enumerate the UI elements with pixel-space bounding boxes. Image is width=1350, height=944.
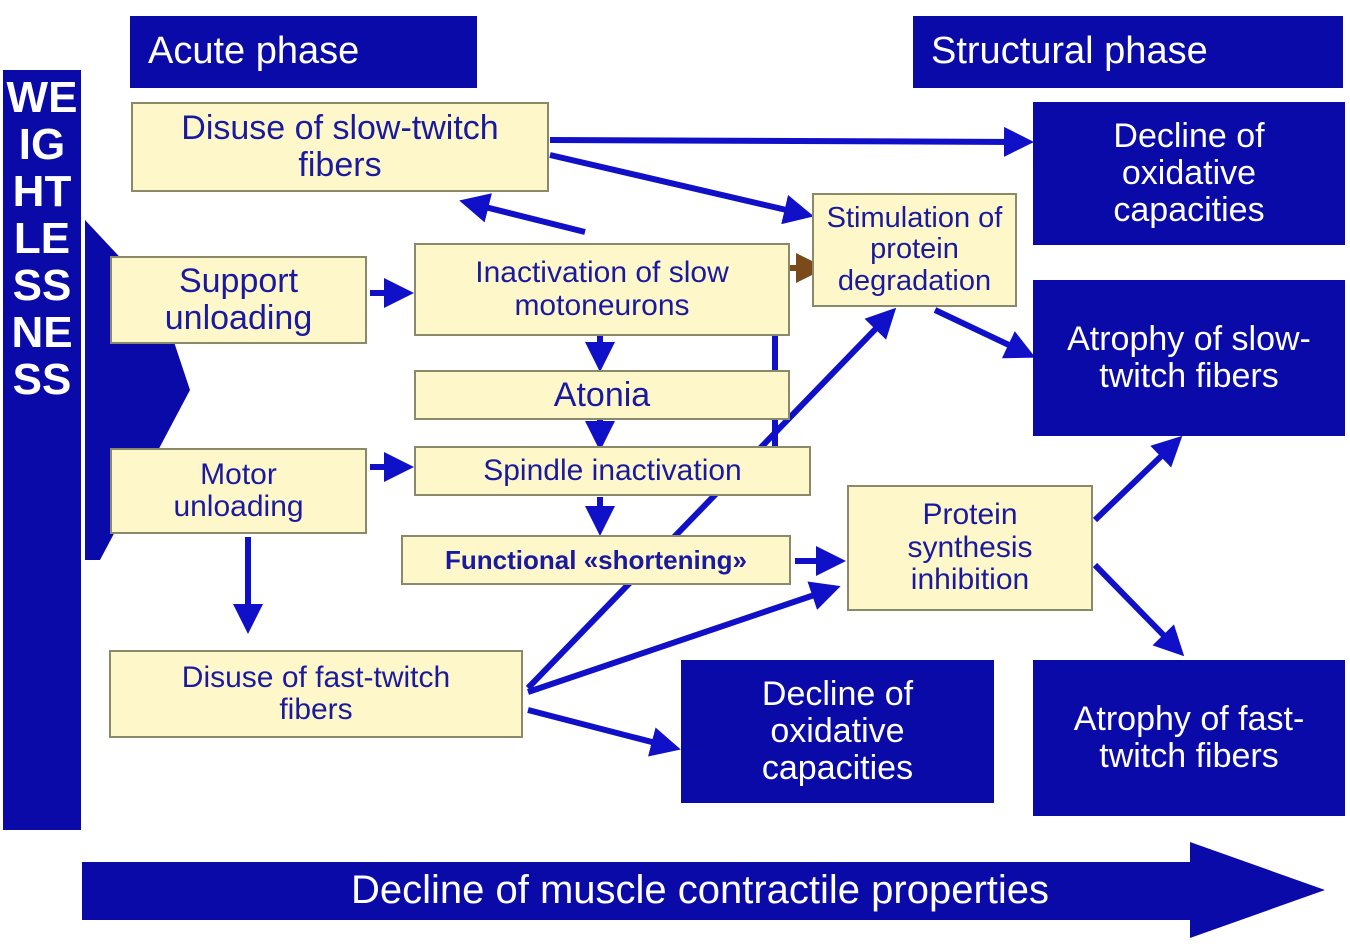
- arrow-fast-to-synthesis: [527, 581, 841, 695]
- arrow-synthesis-to-atrophy-slow: [1092, 435, 1183, 523]
- node-stimulation-degradation: Stimulation of protein degradation: [812, 193, 1017, 307]
- node-support-unloading: Support unloading: [110, 256, 367, 344]
- acute-phase-title: Acute phase: [130, 16, 477, 88]
- node-atrophy-slow: Atrophy of slow-twitch fibers: [1033, 280, 1345, 436]
- node-functional-shortening: Functional «shortening»: [401, 535, 791, 585]
- node-atonia: Atonia: [414, 370, 790, 420]
- arrow-fast-to-decline-bottom: [527, 707, 681, 757]
- bottom-arrow-shape: [82, 842, 1325, 938]
- arrow-synthesis-to-atrophy-fast: [1092, 562, 1185, 657]
- node-disuse-slow: Disuse of slow-twitch fibers: [131, 102, 549, 192]
- node-motor-unloading: Motor unloading: [110, 448, 367, 534]
- node-decline-oxidative-top: Decline of oxidative capacities: [1033, 102, 1345, 245]
- weightlessness-label: WEIGHTLESSNESS: [3, 70, 81, 830]
- node-inactivation-slow: Inactivation of slow motoneurons: [414, 243, 790, 336]
- structural-phase-title: Structural phase: [913, 16, 1343, 88]
- arrow-inactivation-to-slow: [459, 193, 586, 235]
- arrow-stimulation-to-atrophy-slow: [933, 307, 1036, 359]
- node-spindle-inactivation: Spindle inactivation: [414, 446, 811, 496]
- arrow-slow-to-decline-top: [549, 126, 1034, 157]
- bottom-arrow-label: Decline of muscle contractile properties: [350, 867, 1050, 912]
- node-decline-oxidative-bottom: Decline of oxidative capacities: [681, 660, 994, 803]
- arrow-slow-to-stimulation: [549, 152, 814, 225]
- node-disuse-fast: Disuse of fast-twitch fibers: [109, 650, 523, 738]
- arrow-fast-to-stimulation: [525, 307, 897, 691]
- node-atrophy-fast: Atrophy of fast-twitch fibers: [1033, 660, 1345, 816]
- node-protein-synthesis: Protein synthesis inhibition: [847, 485, 1093, 611]
